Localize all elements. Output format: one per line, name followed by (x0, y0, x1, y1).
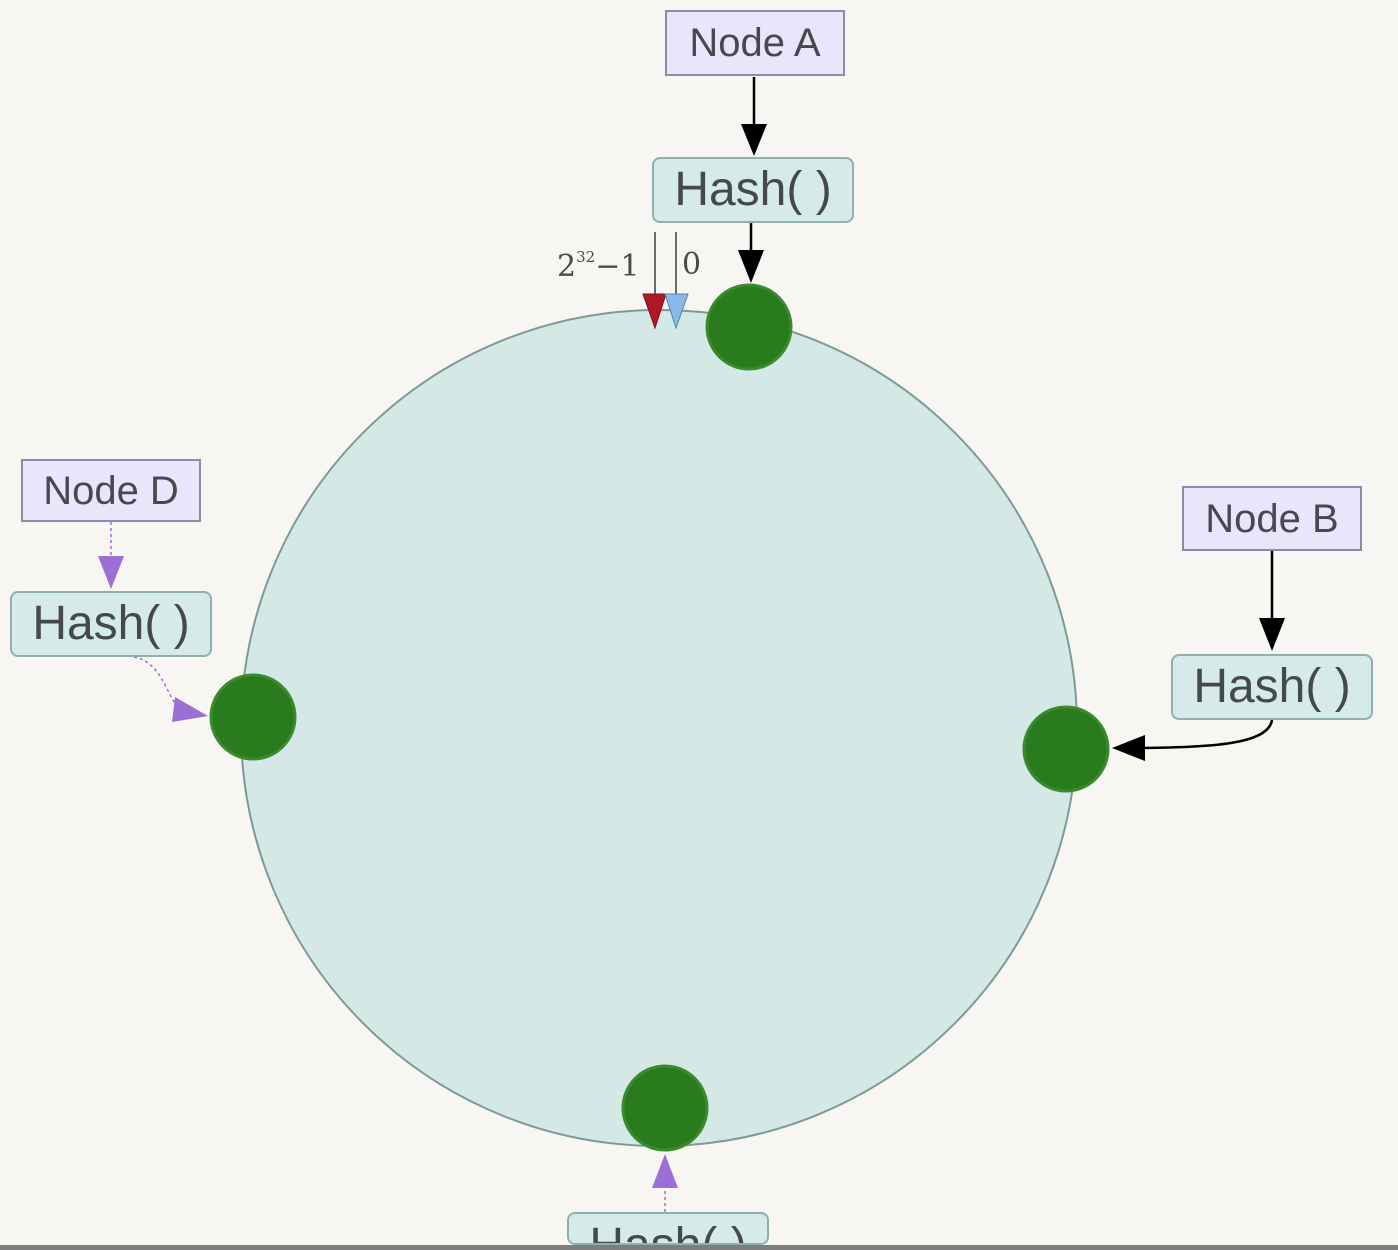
arrow-head-hash-d (172, 697, 208, 722)
ring-position-node-c (621, 1064, 709, 1152)
arrow-head-node-b (1259, 618, 1285, 651)
node-b-box: Node B (1182, 486, 1362, 551)
ring-start-label: 0 (682, 247, 702, 282)
ring-position-node-b (1022, 705, 1110, 793)
arrow-head-node-d (98, 556, 124, 589)
ring-start-marker (664, 293, 689, 330)
hash-ring (240, 309, 1078, 1147)
bottom-edge-bar (0, 1245, 1398, 1250)
ring-position-node-a (705, 283, 793, 371)
arrow-head-hash-c (652, 1154, 678, 1188)
hash-box-node-b: Hash( ) (1171, 654, 1373, 720)
hash-box-node-a: Hash( ) (652, 157, 854, 223)
ring-end-marker (642, 293, 667, 330)
ring-end-suffix: −1 (595, 249, 640, 284)
hash-box-node-c: Hash( ) (567, 1212, 769, 1245)
node-a-box: Node A (665, 10, 845, 76)
arrow-head-node-a (741, 124, 767, 156)
ring-end-label: 232−1 (557, 250, 639, 282)
node-d-box: Node D (21, 459, 201, 522)
arrow-head-hash-a (738, 250, 764, 283)
ring-end-base: 2 (557, 249, 577, 284)
arrow-head-hash-b (1112, 735, 1145, 761)
ring-end-exponent: 32 (576, 248, 596, 266)
ring-position-node-d (209, 673, 297, 761)
arrow-hash-d-to-ring (133, 656, 179, 709)
arrow-hash-b-to-ring (1139, 719, 1274, 750)
hash-box-node-d: Hash( ) (10, 591, 212, 657)
